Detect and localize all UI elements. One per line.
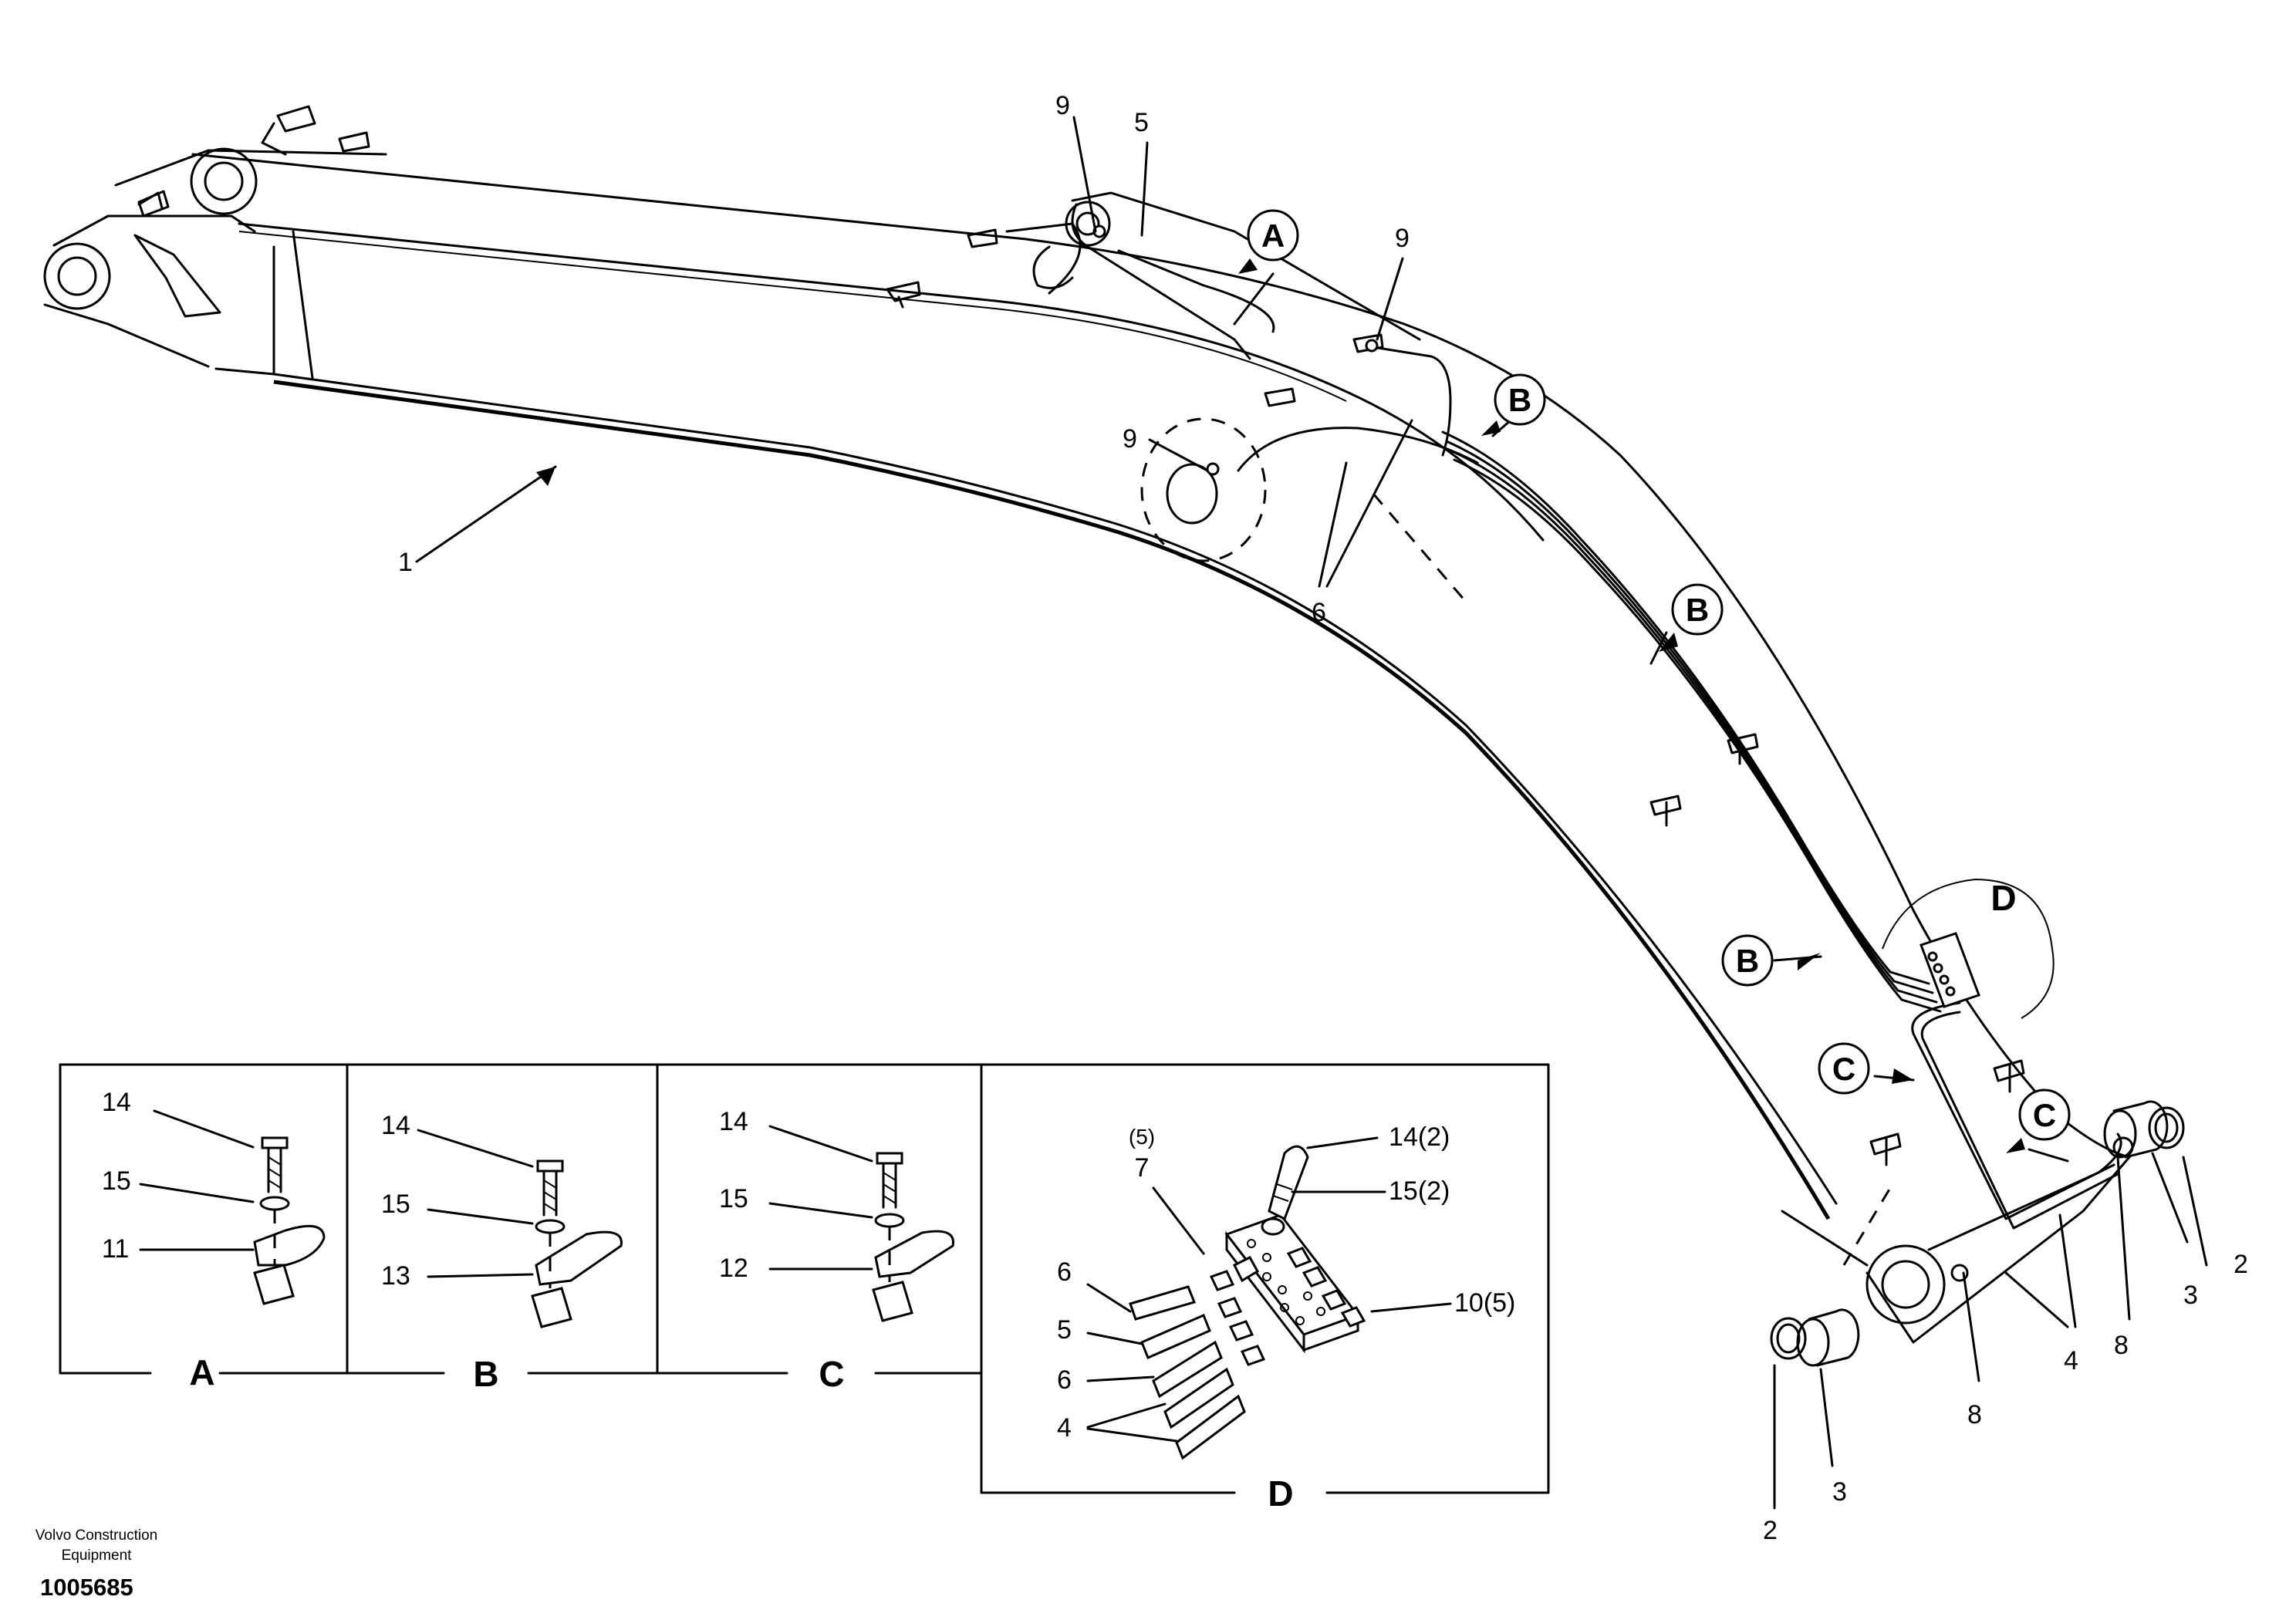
footer: Volvo Construction Equipment 1005685 [35,1527,157,1601]
callout-2: 2 [1763,1516,1778,1545]
detail-d-label-14: 14(2) [1389,1122,1450,1152]
callout-9: 9 [1055,91,1070,120]
detail-d-label-15: 15(2) [1389,1176,1450,1206]
detail-d-label-7-qty: (5) [1129,1125,1155,1149]
marker-b: B [1508,382,1531,418]
detail-b: 14 15 13 B [381,1111,623,1394]
detail-d-label-10: 10(5) [1454,1288,1515,1318]
detail-d: (5) 7 14(2) 15(2) 10(5) 6 5 6 4 D [1057,1122,1515,1514]
callout-9: 9 [1395,224,1410,253]
detail-a-caption: A [189,1352,214,1392]
marker-c: C [1832,1051,1855,1087]
callout-3: 3 [1832,1477,1847,1507]
callout-4: 4 [2064,1346,2078,1375]
detail-a-label-15: 15 [102,1166,131,1196]
callout-9: 9 [1123,424,1137,454]
detail-a-label-14: 14 [102,1088,131,1117]
marker-a: A [1261,218,1285,254]
detail-c: 14 15 12 C [719,1107,954,1394]
marker-b: B [1686,592,1709,628]
detail-b-label-14: 14 [381,1111,410,1140]
boom-structure [43,105,2134,1344]
callout-5: 5 [1134,108,1149,137]
detail-d-label-6: 6 [1057,1257,1072,1287]
callout-1: 1 [398,548,413,577]
marker-b: B [1736,943,1759,979]
detail-c-label-14: 14 [719,1107,748,1136]
detail-b-label-13: 13 [381,1261,410,1291]
detail-d-label-5: 5 [1057,1315,1072,1345]
detail-d-label-4: 4 [1057,1413,1072,1443]
detail-c-caption: C [819,1354,844,1394]
detail-d-region [1882,878,2055,1019]
detail-a: 14 15 11 A [102,1088,326,1392]
callout-8: 8 [1967,1400,1982,1429]
callout-labels: 1 9 5 9 9 6 4 8 8 3 2 2 3 [398,91,2248,1545]
document-number: 1005685 [40,1574,133,1601]
bushings [1770,1100,2185,1367]
callout-8: 8 [2114,1331,2129,1360]
manufacturer-line-1: Volvo Construction [35,1527,157,1544]
manufacturer-line-2: Equipment [62,1547,133,1564]
detail-d-label-7: 7 [1135,1153,1150,1183]
detail-b-label-15: 15 [381,1190,410,1219]
detail-d-caption: D [1268,1473,1293,1514]
detail-a-label-11: 11 [102,1234,129,1264]
section-markers: A B B B C C D [1247,209,2071,1141]
marker-d: D [1990,878,2016,918]
callout-6: 6 [1312,598,1326,627]
hose-manifold [1920,932,1980,1008]
detail-b-caption: B [473,1354,498,1394]
marker-arrowheads [536,258,2025,1153]
detail-d-label-6: 6 [1057,1365,1072,1395]
marker-c: C [2033,1097,2056,1133]
detail-c-label-12: 12 [719,1254,748,1283]
detail-c-label-15: 15 [719,1184,748,1213]
callout-3: 3 [2183,1281,2198,1310]
callout-2: 2 [2234,1250,2248,1279]
detail-panels [59,1063,1550,1494]
